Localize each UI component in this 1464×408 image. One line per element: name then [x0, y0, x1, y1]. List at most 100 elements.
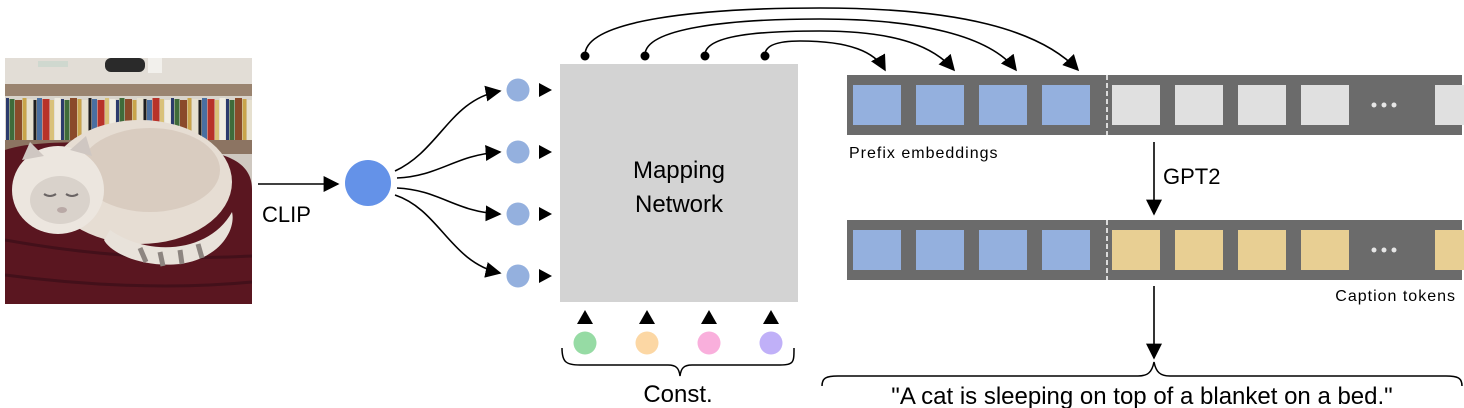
empty-token-cell	[1301, 85, 1349, 125]
caption-token-cell	[1238, 230, 1286, 270]
caption-token-cell	[1301, 230, 1349, 270]
prefix-arc-1	[584, 7, 1080, 72]
book	[242, 99, 247, 140]
book	[160, 99, 164, 140]
ellipsis-dot	[1381, 102, 1387, 108]
prefix-token-strip	[847, 75, 1464, 135]
book	[116, 100, 119, 140]
mapping-network-label-line1: Mapping	[633, 157, 725, 184]
book	[105, 98, 109, 140]
prefix-node	[506, 140, 530, 164]
mapping-network-box	[560, 64, 798, 302]
empty-token-cell	[1238, 85, 1286, 125]
book	[125, 99, 132, 140]
input-image	[5, 58, 252, 304]
prefix-node	[506, 264, 530, 288]
prefix-token-cell	[853, 230, 901, 270]
book	[61, 99, 64, 140]
book	[132, 100, 137, 140]
caption-token-cell	[1435, 230, 1464, 270]
caption-tokens-label: Caption tokens	[1335, 288, 1456, 305]
book	[77, 99, 82, 140]
ellipsis-dot	[1381, 247, 1387, 253]
book	[226, 99, 229, 140]
prefix-node	[506, 202, 530, 226]
book	[171, 98, 174, 140]
caption-token-strip	[847, 220, 1464, 280]
book	[15, 100, 22, 140]
book	[109, 99, 116, 140]
book	[202, 98, 207, 140]
ellipsis-dot	[1391, 247, 1397, 253]
book	[97, 100, 105, 140]
const-label: Const.	[643, 381, 712, 408]
const-arrowhead-icon	[701, 310, 717, 324]
book	[64, 100, 70, 140]
caption-output: "A cat is sleeping on top of a blanket o…	[891, 383, 1392, 408]
empty-token-cell	[1175, 85, 1223, 125]
prefix-token-cell	[1042, 230, 1090, 270]
prefix-nodes	[506, 78, 552, 288]
caption-token-cell	[1112, 230, 1160, 270]
ellipsis-dot	[1391, 102, 1397, 108]
const-nodes	[573, 310, 783, 355]
prefix-token-cell	[853, 85, 901, 125]
arc-origin-dot-2	[640, 51, 650, 61]
book	[27, 99, 33, 140]
const-arrowhead-icon	[577, 310, 593, 324]
const-arrowhead-icon	[763, 310, 779, 324]
caption-brace	[821, 361, 1463, 387]
bookshelf	[6, 98, 252, 140]
const-node	[759, 331, 783, 355]
book	[82, 100, 88, 140]
fan-arrow-4	[394, 194, 502, 278]
book	[164, 100, 171, 140]
clip-label: CLIP	[262, 202, 311, 227]
book	[6, 98, 9, 140]
prefix-arc-2	[644, 18, 1017, 72]
book	[33, 100, 37, 140]
input-arrowhead-icon	[539, 145, 552, 159]
prefix-connection-arcs	[580, 7, 1080, 72]
fan-out-arrows	[394, 85, 502, 278]
book	[88, 98, 92, 140]
fan-arrow-3	[396, 187, 502, 222]
mapping-network-label-line2: Network	[635, 191, 724, 218]
gpt2-label: GPT2	[1163, 164, 1220, 189]
empty-token-cell	[1435, 85, 1464, 125]
const-node	[697, 331, 721, 355]
fan-arrow-1	[394, 85, 502, 172]
caption-token-cell	[1175, 230, 1223, 270]
prefix-token-cell	[916, 230, 964, 270]
input-arrowhead-icon	[539, 207, 552, 221]
clip-embedding-node	[345, 160, 391, 206]
book	[42, 99, 50, 140]
book	[198, 100, 202, 140]
book	[54, 98, 61, 140]
book	[70, 98, 77, 140]
arc-origin-dot-4	[760, 51, 770, 61]
book	[219, 98, 226, 140]
book	[192, 99, 198, 140]
prefix-node	[506, 78, 530, 102]
input-arrowhead-icon	[539, 83, 552, 97]
book	[229, 100, 235, 140]
input-arrowhead-icon	[539, 269, 552, 283]
book	[50, 100, 54, 140]
book	[174, 99, 180, 140]
prefix-arc-4	[764, 40, 886, 72]
ellipsis-dot	[1371, 247, 1377, 253]
book	[92, 99, 97, 140]
book	[22, 98, 27, 140]
arc-origin-dot-1	[580, 51, 590, 61]
book	[143, 99, 147, 140]
empty-token-cell	[1112, 85, 1160, 125]
book	[137, 98, 143, 140]
const-node	[635, 331, 659, 355]
book	[235, 98, 242, 140]
book	[247, 100, 252, 140]
prefix-token-cell	[979, 85, 1027, 125]
prefix-token-cell	[979, 230, 1027, 270]
prefix-embeddings-label: Prefix embeddings	[849, 145, 999, 162]
